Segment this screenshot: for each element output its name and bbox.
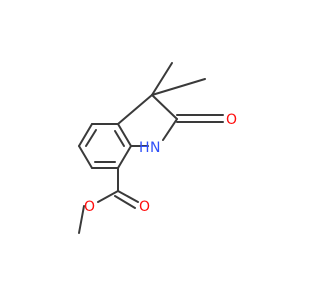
bond-ester-c-o-single (97, 190, 119, 203)
bond-c5-c4-inner (85, 129, 97, 147)
bond-c3-c2 (151, 94, 178, 120)
bond-c3a-c7a (117, 123, 132, 147)
atom-oxygen-ester-carbonyl: O (139, 199, 150, 215)
bond-c2-n1 (162, 118, 178, 141)
atom-nitrogen: N (150, 140, 160, 156)
bond-c3a-c7a-inner (114, 130, 125, 147)
bond-c7a-c7 (117, 145, 132, 169)
atom-hydrogen: H (139, 140, 150, 156)
bond-c5-c4 (78, 123, 93, 147)
bond-c6-c5 (78, 145, 93, 169)
atom-oxygen-carbonyl: O (226, 112, 237, 128)
atom-oxygen-ester-ether: O (84, 199, 95, 215)
bond-ester-o-methyl (78, 205, 85, 234)
bond-ester-c-o-double-b (114, 195, 136, 209)
bond-c3a-c3 (117, 94, 153, 125)
bond-c3-methyl-a (151, 62, 173, 96)
bond-ester-c-o-double-a (117, 190, 139, 203)
molecule-structure: O N H O O (78, 62, 237, 234)
bond-c3-methyl-b (151, 78, 206, 96)
